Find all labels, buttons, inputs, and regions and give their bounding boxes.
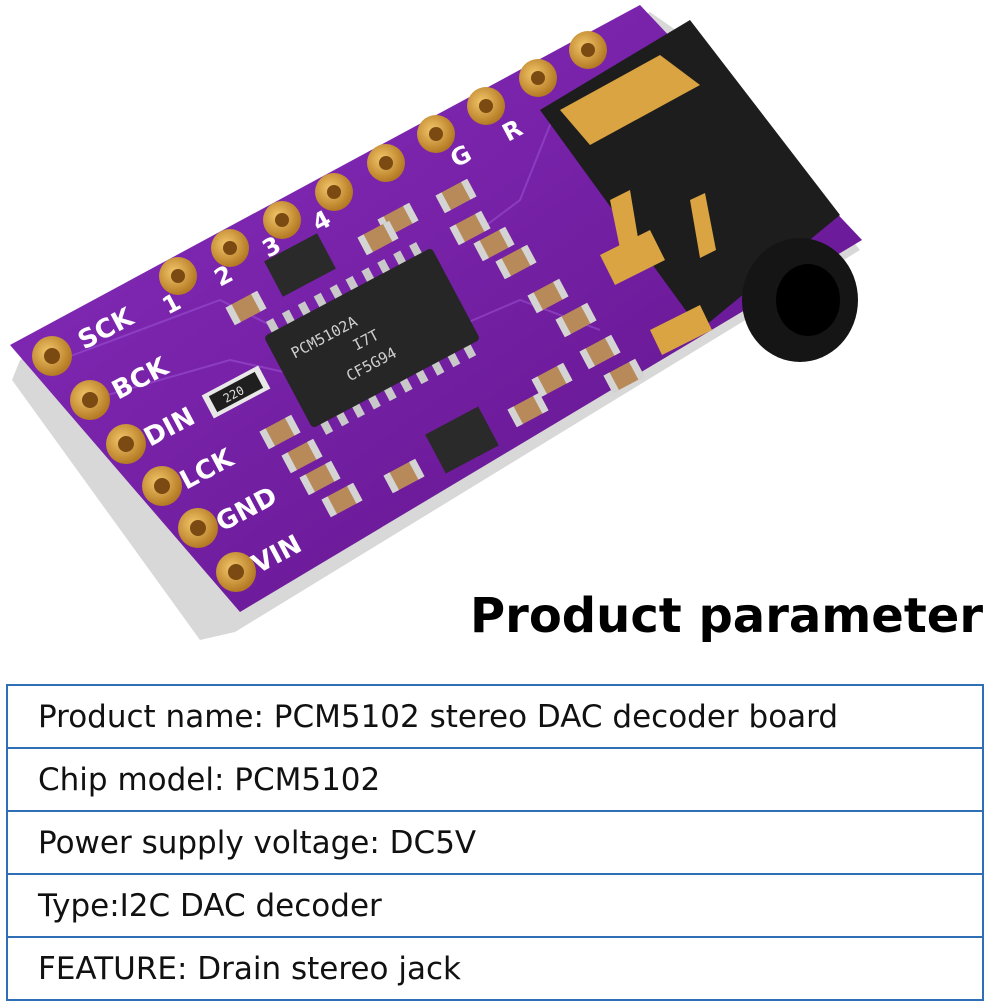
param-power-supply: Power supply voltage: DC5V — [6, 810, 984, 875]
smd-capacitor — [259, 414, 301, 450]
smd-capacitor — [579, 334, 621, 370]
smd-capacitor — [531, 362, 573, 398]
resistor-220: 220 — [201, 365, 271, 419]
section-title: Product parameter — [469, 588, 983, 644]
param-product-name: Product name: PCM5102 stereo DAC decoder… — [6, 684, 984, 749]
header-pads-top — [159, 31, 607, 295]
smd-capacitor — [281, 438, 323, 474]
table-row: FEATURE: Drain stereo jack — [6, 936, 984, 1001]
dac-chip: PCM5102A I7T CF5G94 — [265, 242, 479, 435]
pcb-board-photo: SCK BCK DIN LCK GND VIN 1 2 3 4 G R PCM5… — [10, 5, 862, 640]
smd-capacitor — [225, 290, 267, 326]
header-pads-left — [32, 336, 256, 592]
smd-capacitor — [299, 460, 341, 496]
table-row: Chip model: PCM5102 — [6, 747, 984, 812]
smd-capacitor — [449, 210, 491, 246]
param-feature: FEATURE: Drain stereo jack — [6, 936, 984, 1001]
table-row: Type:I2C DAC decoder — [6, 873, 984, 938]
capacitors — [225, 178, 645, 518]
smd-capacitor — [435, 178, 477, 214]
smd-capacitor — [473, 226, 515, 262]
stereo-jack — [540, 20, 858, 362]
table-row: Product name: PCM5102 stereo DAC decoder… — [6, 684, 984, 749]
param-type: Type:I2C DAC decoder — [6, 873, 984, 938]
small-chip — [264, 233, 336, 297]
table-row: Power supply voltage: DC5V — [6, 810, 984, 875]
smd-capacitor — [555, 302, 597, 338]
smd-capacitor — [357, 220, 399, 256]
param-chip-model: Chip model: PCM5102 — [6, 747, 984, 812]
smd-capacitor — [603, 358, 645, 394]
parameter-table: Product name: PCM5102 stereo DAC decoder… — [6, 684, 984, 1001]
smd-capacitor — [321, 482, 363, 518]
smd-capacitor — [383, 458, 425, 494]
smd-capacitor — [527, 278, 569, 314]
small-chip — [425, 406, 499, 474]
smd-capacitor — [495, 244, 537, 280]
smd-capacitor — [507, 392, 549, 428]
